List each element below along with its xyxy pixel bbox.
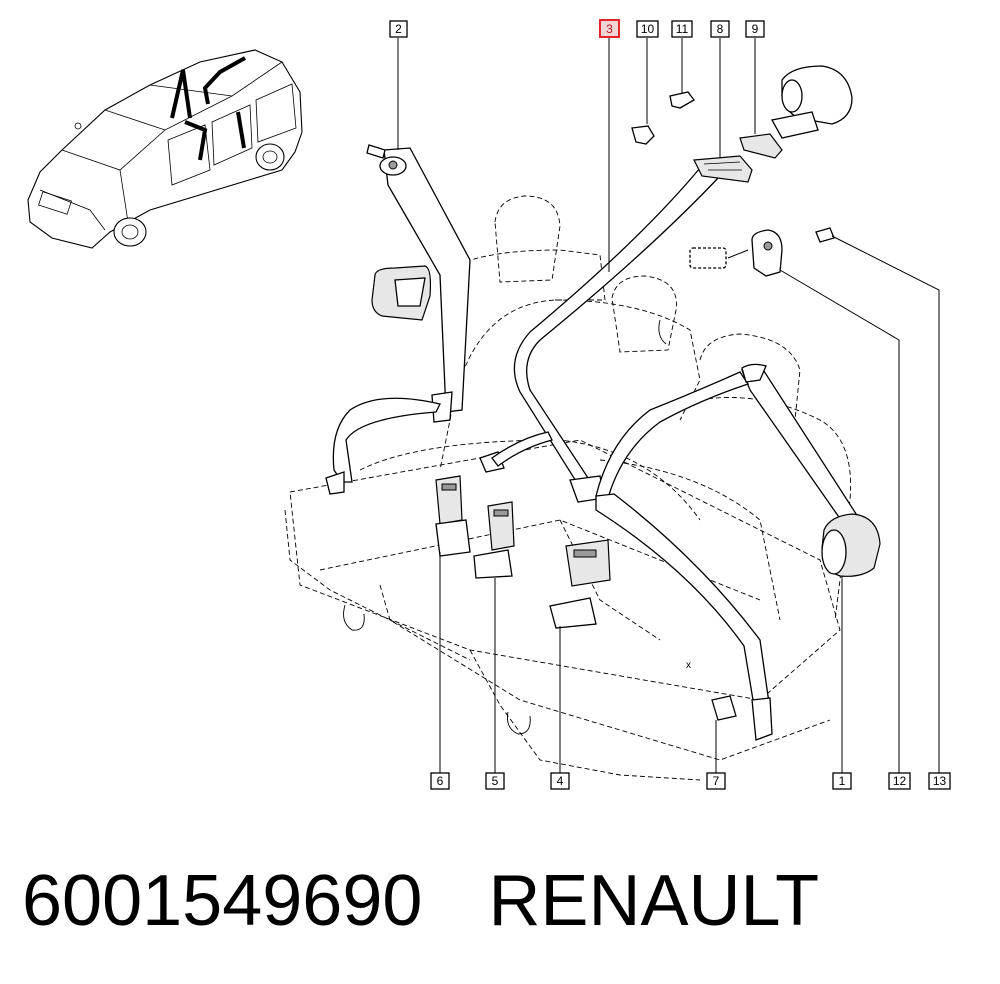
callout-5[interactable]: 5 [485, 772, 505, 790]
svg-text:10: 10 [641, 22, 655, 36]
svg-text:5: 5 [492, 774, 499, 788]
part-5-buckle [473, 501, 515, 579]
part-11-clip [669, 91, 695, 109]
svg-text:4: 4 [557, 774, 564, 788]
part-number: 6001549690 [22, 861, 423, 941]
callout-7[interactable]: 7 [706, 772, 726, 790]
part-1-right-seat-belt [595, 363, 881, 741]
svg-text:7: 7 [713, 774, 720, 788]
svg-text:9: 9 [752, 22, 759, 36]
callout-11[interactable]: 11 [671, 20, 693, 38]
part-7-bolt: x [686, 660, 737, 721]
svg-text:8: 8 [717, 22, 724, 36]
callout-10[interactable]: 10 [636, 20, 659, 38]
callout-1[interactable]: 1 [832, 772, 852, 790]
svg-text:x: x [686, 660, 691, 671]
svg-text:6: 6 [437, 774, 444, 788]
leader-lines [397, 38, 940, 773]
svg-text:12: 12 [893, 774, 907, 788]
part-6-buckle [435, 475, 471, 557]
svg-text:11: 11 [676, 22, 689, 36]
part-13-bolt [815, 227, 835, 243]
svg-text:13: 13 [933, 774, 947, 788]
callout-4[interactable]: 4 [550, 772, 570, 790]
part-2-left-seat-belt [325, 144, 471, 495]
part-12-anchor-plate [689, 229, 783, 277]
callout-3[interactable]: 3 [599, 19, 620, 38]
part-caption: 6001549690 RENAULT [22, 856, 819, 946]
seat-belt-exploded-diagram: x 2 3 10 11 8 9 [27, 19, 951, 790]
callout-8[interactable]: 8 [710, 20, 730, 38]
callout-2[interactable]: 2 [389, 20, 408, 38]
callout-12[interactable]: 12 [888, 772, 911, 790]
svg-text:1: 1 [839, 774, 846, 788]
part-9-bracket [739, 133, 783, 159]
part-10-clip [631, 125, 655, 145]
svg-text:2: 2 [395, 22, 402, 36]
callout-9[interactable]: 9 [745, 20, 765, 38]
brand-name: RENAULT [488, 861, 820, 941]
callout-13[interactable]: 13 [928, 772, 951, 790]
part-4-buckle [549, 539, 611, 629]
part-8-guide [693, 155, 753, 183]
part-3-centre-seat-belt [479, 167, 722, 503]
svg-text:3: 3 [606, 22, 613, 36]
vehicle-thumbnail [27, 49, 303, 249]
retractor-top-right [770, 65, 853, 139]
callout-6[interactable]: 6 [430, 772, 450, 790]
